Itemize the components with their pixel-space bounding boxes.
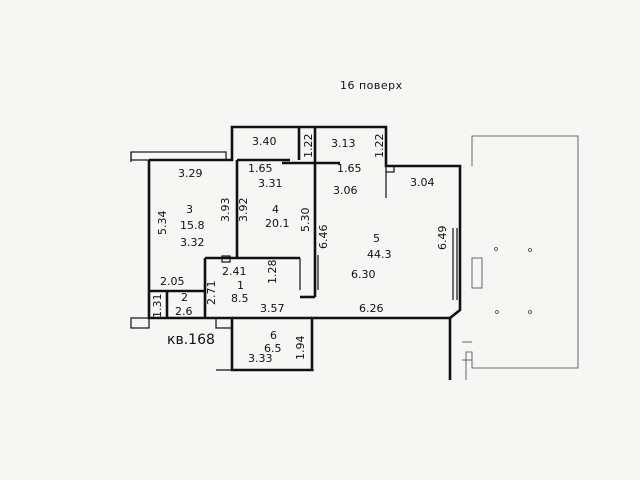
dimension-label: 3.04: [410, 176, 435, 189]
dimension-label: 2.71: [205, 281, 218, 306]
interior-walls: [149, 127, 458, 320]
room-1-area: 8.5: [231, 292, 249, 305]
floor-label: 16 поверх: [340, 79, 403, 92]
dimension-label: 1.28: [266, 260, 279, 285]
room-3: 3 15.8: [180, 203, 205, 232]
adjacent-structure: [462, 135, 579, 380]
dimension-label: 5.34: [156, 211, 169, 236]
dimension-label: 3.93: [219, 198, 232, 223]
room-4-area: 20.1: [265, 217, 290, 230]
dimension-label: 6.46: [317, 225, 330, 250]
room-labels: 3 15.8 4 20.1 5 44.3 1 8.5 2 2.6 6 6.5: [175, 203, 392, 355]
dimension-label: 2.05: [160, 275, 185, 288]
room-4-number: 4: [272, 203, 279, 216]
dimension-label: 6.30: [351, 268, 376, 281]
dimension-label: 3.33: [248, 352, 273, 365]
room-5-number: 5: [373, 232, 380, 245]
dimension-label: 1.65: [337, 162, 362, 175]
dimension-label: 1.65: [248, 162, 273, 175]
dimension-label: 3.13: [331, 137, 356, 150]
dimension-label: 1.31: [151, 294, 164, 319]
apartment-label: кв.168: [167, 332, 215, 348]
dimension-label: 3.57: [260, 302, 285, 315]
dimension-label: 3.40: [252, 135, 277, 148]
room-2: 2 2.6: [175, 291, 193, 318]
room-5-area: 44.3: [367, 248, 392, 261]
dimension-label: 2.41: [222, 265, 247, 278]
room-6-number: 6: [270, 329, 277, 342]
room-2-number: 2: [181, 291, 188, 304]
dimension-label: 6.26: [359, 302, 384, 315]
dimension-labels: 3.40 3.13 1.22 1.22 1.65 1.65 3.29 3.31 …: [151, 134, 449, 366]
room-4: 4 20.1: [265, 203, 290, 230]
room-3-area: 15.8: [180, 219, 205, 232]
dimension-label: 3.31: [258, 177, 283, 190]
dimension-label: 5.30: [299, 208, 312, 233]
room-6-area: 6.5: [264, 342, 282, 355]
room-2-area: 2.6: [175, 305, 193, 318]
dimension-label: 6.49: [436, 226, 449, 251]
outer-walls: [130, 125, 462, 380]
room-5: 5 44.3: [367, 232, 392, 261]
dimension-label: 1.22: [302, 134, 315, 159]
dimension-label: 3.32: [180, 236, 205, 249]
room-3-number: 3: [186, 203, 193, 216]
room-1-number: 1: [237, 279, 244, 292]
dimension-label: 3.92: [237, 198, 250, 223]
dimension-label: 3.29: [178, 167, 203, 180]
dimension-label: 1.94: [294, 336, 307, 361]
dimension-label: 3.06: [333, 184, 358, 197]
room-1: 1 8.5: [231, 279, 249, 305]
dimension-label: 1.22: [373, 134, 386, 159]
room-6: 6 6.5: [264, 329, 282, 355]
